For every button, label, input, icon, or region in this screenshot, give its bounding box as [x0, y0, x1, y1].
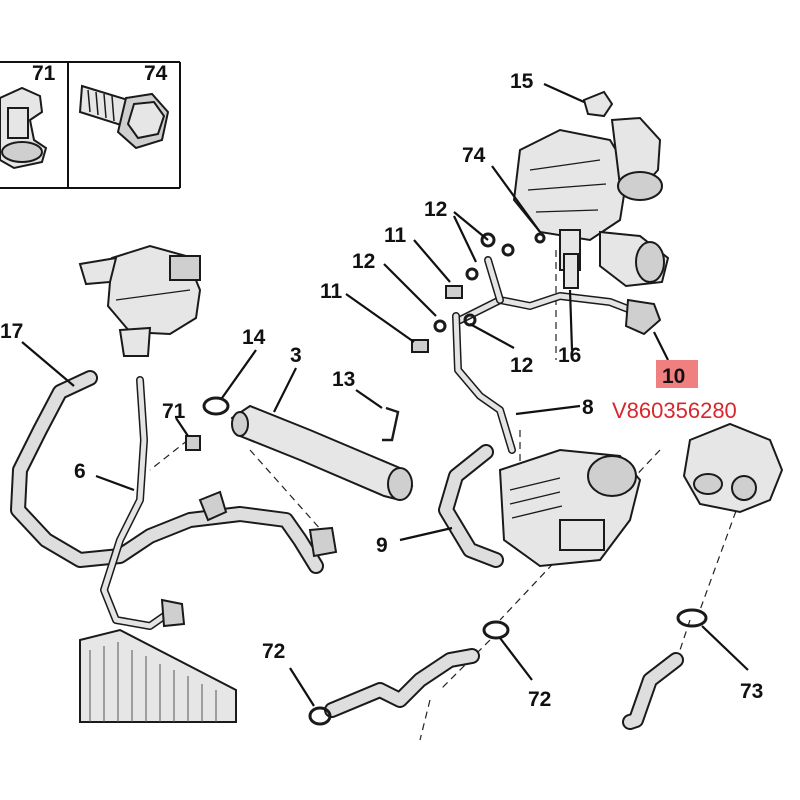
radiator-drawing: [79, 628, 237, 723]
label-15: 15: [510, 70, 534, 93]
label-8: 8: [582, 396, 594, 419]
label-72-left: 72: [262, 640, 285, 663]
bolt-71-drawing: [185, 435, 201, 451]
label-13: 13: [332, 368, 355, 391]
label-71-inset: 71: [32, 62, 56, 85]
label-12-low: 12: [510, 354, 533, 377]
label-17: 17: [0, 320, 23, 343]
label-12-mid: 12: [352, 250, 375, 273]
label-11-mid: 11: [320, 280, 343, 303]
bolt-74-drawing: [78, 84, 170, 150]
clamp-73-drawing: [676, 608, 708, 628]
quick-connector-71-drawing: [0, 86, 48, 170]
label-71: 71: [162, 400, 186, 423]
label-73: 73: [740, 680, 763, 703]
label-14: 14: [242, 326, 266, 349]
label-10: 10: [662, 365, 685, 388]
label-3: 3: [290, 344, 302, 367]
oil-filter-housing-drawing: [498, 448, 642, 568]
label-16: 16: [558, 344, 581, 367]
hose-17-drawing: [10, 370, 338, 574]
clip-13-drawing: [382, 406, 400, 442]
thermostat-housing-drawing: [682, 422, 784, 514]
part-10-highlight: [656, 360, 698, 388]
pipe-10-drawing: [456, 253, 662, 336]
label-6: 6: [74, 460, 86, 483]
label-11-top: 11: [384, 224, 407, 247]
clamp-72-drawing: [308, 620, 510, 726]
clip-15-drawing: [582, 90, 614, 118]
expansion-tank-drawing: [78, 244, 202, 357]
hose-bottom-right-drawing: [622, 652, 684, 730]
hose-9-drawing: [438, 444, 504, 568]
leader-lines: [21, 82, 749, 707]
washers-12-11-drawing: [411, 232, 546, 353]
inset-box: [0, 61, 181, 189]
label-74-inset: 74: [144, 62, 168, 85]
pipe-8-drawing: [452, 312, 516, 454]
turbocharger-drawing: [512, 116, 670, 288]
hose-bottom-center-drawing: [324, 648, 480, 718]
pipe-3-drawing: [230, 404, 414, 502]
hose-6-drawing: [100, 376, 186, 630]
label-9: 9: [376, 534, 388, 557]
label-74: 74: [462, 144, 486, 167]
reference-number: V860356280: [612, 398, 737, 423]
label-72-right: 72: [528, 688, 551, 711]
label-12-top: 12: [424, 198, 447, 221]
o-ring-14-drawing: [202, 396, 230, 416]
